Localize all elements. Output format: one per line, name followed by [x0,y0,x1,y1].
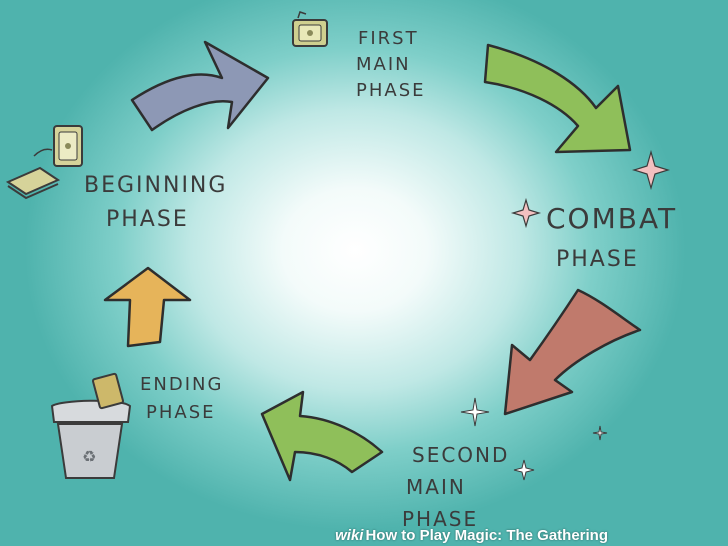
trash-bin-icon: ♻ [50,372,132,479]
svg-text:PHASE: PHASE [106,207,189,232]
card-icon [53,125,83,167]
card-icon [292,11,328,47]
yellow-arrow [103,266,192,348]
svg-text:PHASE: PHASE [402,507,478,531]
red-arrow [503,288,642,416]
blue-arrow [130,40,270,132]
caption-text: How to Play Magic: The Gathering [365,527,608,544]
first-main-phase-label: FIRST MAIN PHASE [356,28,426,101]
card-icon [5,148,61,200]
sparkle-icon [510,149,671,229]
svg-text:SECOND: SECOND [412,443,509,467]
combat-phase-label: COMBAT PHASE [546,202,677,272]
svg-text:PHASE: PHASE [556,247,639,272]
sparkle-icon [460,397,608,481]
svg-text:PHASE: PHASE [356,80,426,101]
svg-text:♻: ♻ [82,447,96,466]
svg-text:MAIN: MAIN [406,475,466,499]
svg-text:FIRST: FIRST [358,28,419,49]
beginning-phase-label: BEGINNING PHASE [84,173,227,232]
svg-text:COMBAT: COMBAT [546,202,677,235]
svg-text:MAIN: MAIN [356,54,411,75]
green-arrow-top [483,43,632,154]
svg-text:ENDING: ENDING [140,374,223,395]
svg-text:PHASE: PHASE [146,402,216,423]
green-arrow-bottom [260,390,384,482]
svg-text:BEGINNING: BEGINNING [84,173,227,198]
ending-phase-label: ENDING PHASE [140,374,223,423]
wiki-logo: wiki [335,527,364,544]
second-main-phase-label: SECOND MAIN PHASE [402,443,509,531]
